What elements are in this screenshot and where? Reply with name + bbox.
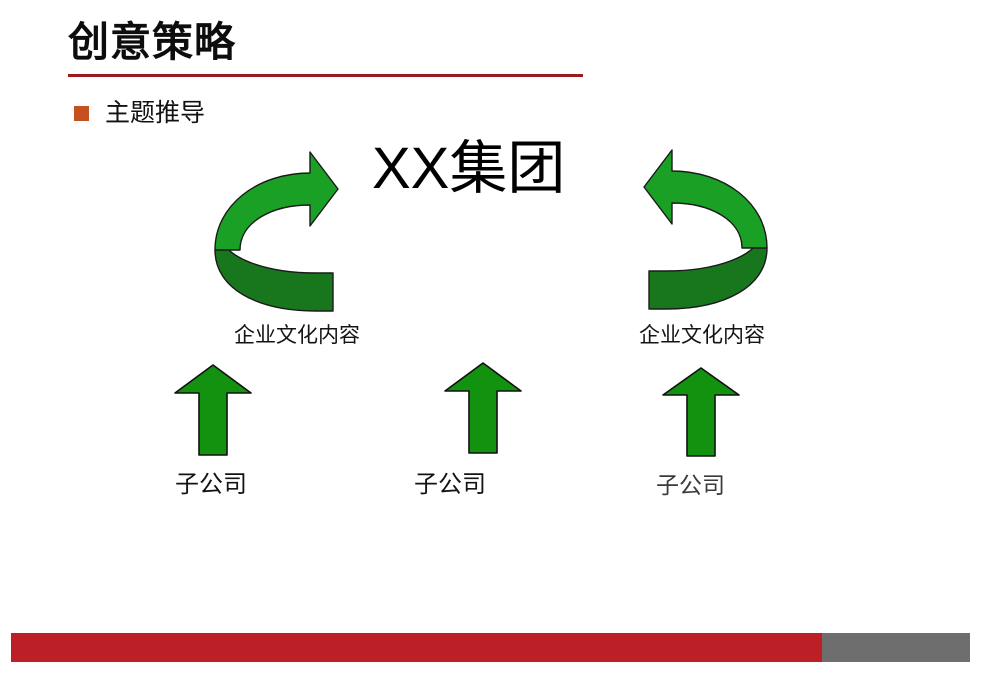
subsidiary-label-1: 子公司 (175, 471, 247, 498)
up-arrow-icon-3 (662, 366, 740, 458)
curved-arrow-counterclockwise-icon (634, 145, 770, 315)
up-arrow-icon-2 (444, 361, 522, 455)
up-arrow-icon-1 (174, 363, 252, 457)
curved-arrow-clockwise-icon (212, 147, 340, 315)
page-title: 创意策略 (68, 19, 236, 65)
square-bullet-icon (74, 105, 89, 121)
footer-bar (11, 633, 970, 662)
subsidiary-label-3: 子公司 (656, 472, 725, 498)
footer-bar-gray-segment (822, 633, 970, 662)
culture-label-right: 企业文化内容 (639, 324, 765, 347)
subsidiary-label-2: 子公司 (414, 471, 486, 498)
footer-bar-red-segment (11, 633, 822, 662)
bullet-row: 主题推导 (74, 98, 205, 128)
group-name-heading: XX集团 (372, 136, 566, 201)
title-underline-rule (68, 74, 583, 77)
bullet-label: 主题推导 (105, 99, 206, 127)
culture-label-left: 企业文化内容 (234, 324, 360, 347)
